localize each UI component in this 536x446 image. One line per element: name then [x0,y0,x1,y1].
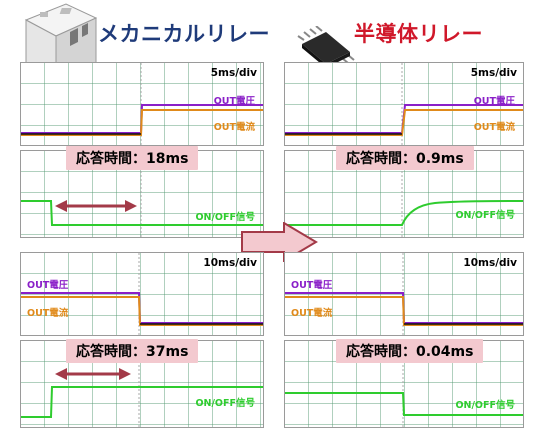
signal-trace [21,386,263,418]
signal-trace [285,392,523,416]
signal-trace [21,200,263,226]
timebase-label: 10ms/div [463,257,517,269]
timebase-label: 5ms/div [210,67,257,79]
semi-top-output-traces [285,63,523,145]
current-trace [21,296,263,326]
semi-top-signal-traces [285,151,523,237]
mech-top-output-scope: 5ms/div OUT電圧 OUT電流 [20,62,264,146]
semi-bottom-response-time: 応答時間：0.04ms [336,339,484,363]
semi-top-output-scope: 5ms/div OUT電圧 OUT電流 [284,62,524,146]
out-current-label: OUT電流 [291,308,333,319]
timebase-label: 5ms/div [470,67,517,79]
out-voltage-label: OUT電圧 [213,96,255,107]
out-voltage-label: OUT電圧 [27,280,69,291]
mech-bottom-output-traces [21,253,263,335]
current-trace [21,109,263,136]
semi-bottom-output-traces [285,253,523,335]
mech-bottom-output-scope: 10ms/div OUT電圧 OUT電流 [20,252,264,336]
mech-top-signal-traces [21,151,263,237]
out-voltage-label: OUT電圧 [473,96,515,107]
semi-bottom-signal-traces [285,341,523,427]
semi-bottom-signal-scope: ON/OFF信号 [284,340,524,428]
mech-bottom-signal-traces [21,341,263,427]
current-trace [285,296,523,326]
out-current-label: OUT電流 [213,122,255,133]
semiconductor-relay-title: 半導体リレー [354,22,483,46]
out-current-label: OUT電流 [473,122,515,133]
semi-top-response-time: 応答時間：0.9ms [336,146,474,170]
out-voltage-label: OUT電圧 [291,280,333,291]
current-trace [285,109,523,136]
mechanical-relay-title: メカニカルリレー [98,22,270,46]
mech-top-response-time: 応答時間：18ms [66,146,199,170]
on-off-signal-label: ON/OFF信号 [195,398,255,409]
timebase-label: 10ms/div [203,257,257,269]
mech-bottom-response-time: 応答時間：37ms [66,339,199,363]
semi-bottom-output-scope: 10ms/div OUT電圧 OUT電流 [284,252,524,336]
on-off-signal-label: ON/OFF信号 [455,400,515,411]
on-off-signal-label: ON/OFF信号 [195,212,255,223]
out-current-label: OUT電流 [27,308,69,319]
mech-top-output-traces [21,63,263,145]
signal-trace [285,200,523,226]
on-off-signal-label: ON/OFF信号 [455,210,515,221]
